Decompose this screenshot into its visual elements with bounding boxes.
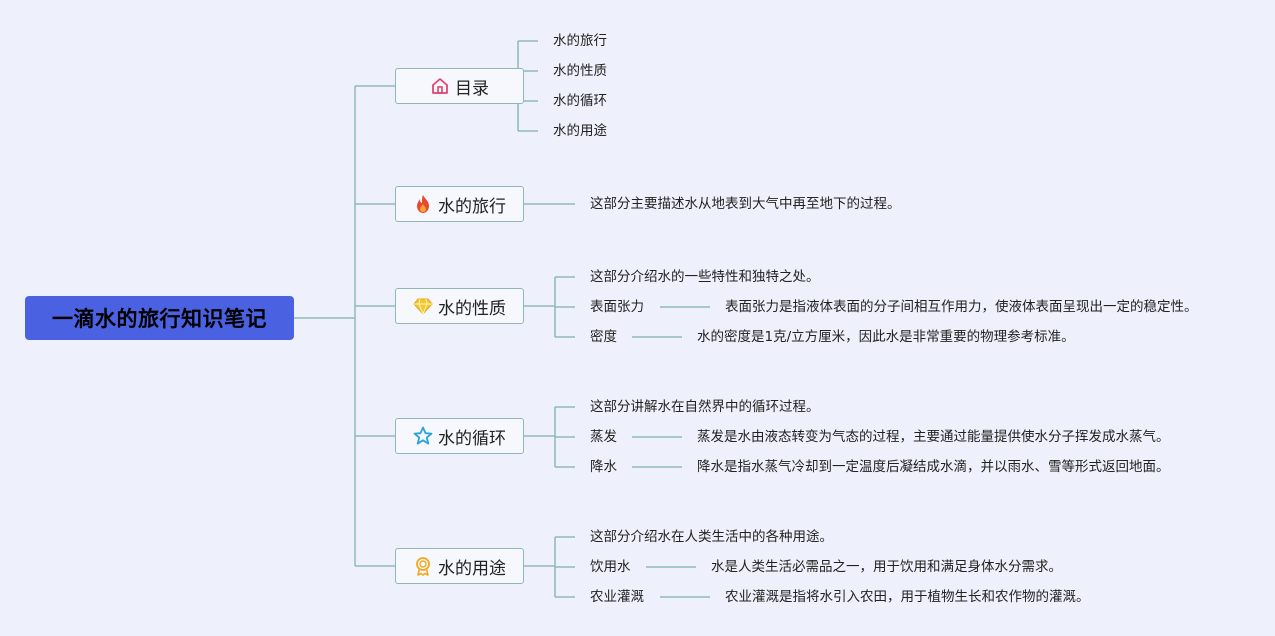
home-icon bbox=[430, 76, 450, 96]
surface-tension-description[interactable]: 表面张力是指液体表面的分子间相互作用力，使液体表面呈现出一定的稳定性。 bbox=[725, 299, 1198, 315]
star-icon bbox=[413, 426, 433, 446]
topic-cycle[interactable]: 水的循环 bbox=[395, 418, 524, 454]
subtopic-density[interactable]: 密度 bbox=[590, 329, 617, 345]
uses-intro[interactable]: 这部分介绍水在人类生活中的各种用途。 bbox=[590, 529, 833, 545]
toc-item[interactable]: 水的旅行 bbox=[553, 33, 607, 49]
award-icon bbox=[413, 556, 433, 576]
subtopic-drinking-water[interactable]: 饮用水 bbox=[590, 559, 631, 575]
subtopic-evaporation[interactable]: 蒸发 bbox=[590, 429, 617, 445]
diamond-icon bbox=[413, 296, 433, 316]
evaporation-description[interactable]: 蒸发是水由液态转变为气态的过程，主要通过能量提供使水分子挥发成水蒸气。 bbox=[697, 429, 1170, 445]
topic-uses[interactable]: 水的用途 bbox=[395, 548, 524, 584]
subtopic-precipitation[interactable]: 降水 bbox=[590, 459, 617, 475]
topic-label: 水的用途 bbox=[438, 558, 506, 579]
toc-item[interactable]: 水的循环 bbox=[553, 93, 607, 109]
topic-label: 水的旅行 bbox=[438, 196, 506, 217]
drinking-water-description[interactable]: 水是人类生活必需品之一，用于饮用和满足身体水分需求。 bbox=[711, 559, 1062, 575]
cycle-intro[interactable]: 这部分讲解水在自然界中的循环过程。 bbox=[590, 399, 820, 415]
flame-icon bbox=[413, 194, 433, 214]
topic-label: 水的性质 bbox=[438, 298, 506, 319]
topic-label: 水的循环 bbox=[438, 428, 506, 449]
toc-item[interactable]: 水的用途 bbox=[553, 123, 607, 139]
subtopic-irrigation[interactable]: 农业灌溉 bbox=[590, 589, 644, 605]
journey-description[interactable]: 这部分主要描述水从地表到大气中再至地下的过程。 bbox=[590, 196, 901, 212]
topic-label: 目录 bbox=[455, 78, 489, 99]
density-description[interactable]: 水的密度是1克/立方厘米，因此水是非常重要的物理参考标准。 bbox=[697, 329, 1075, 345]
precipitation-description[interactable]: 降水是指水蒸气冷却到一定温度后凝结成水滴，并以雨水、雪等形式返回地面。 bbox=[697, 459, 1170, 475]
subtopic-surface-tension[interactable]: 表面张力 bbox=[590, 299, 644, 315]
properties-intro[interactable]: 这部分介绍水的一些特性和独特之处。 bbox=[590, 269, 820, 285]
topic-journey[interactable]: 水的旅行 bbox=[395, 186, 524, 222]
topic-properties[interactable]: 水的性质 bbox=[395, 288, 524, 324]
toc-item[interactable]: 水的性质 bbox=[553, 63, 607, 79]
topic-toc[interactable]: 目录 bbox=[395, 68, 524, 104]
irrigation-description[interactable]: 农业灌溉是指将水引入农田，用于植物生长和农作物的灌溉。 bbox=[725, 589, 1090, 605]
root-topic[interactable]: 一滴水的旅行知识笔记 bbox=[25, 296, 294, 340]
